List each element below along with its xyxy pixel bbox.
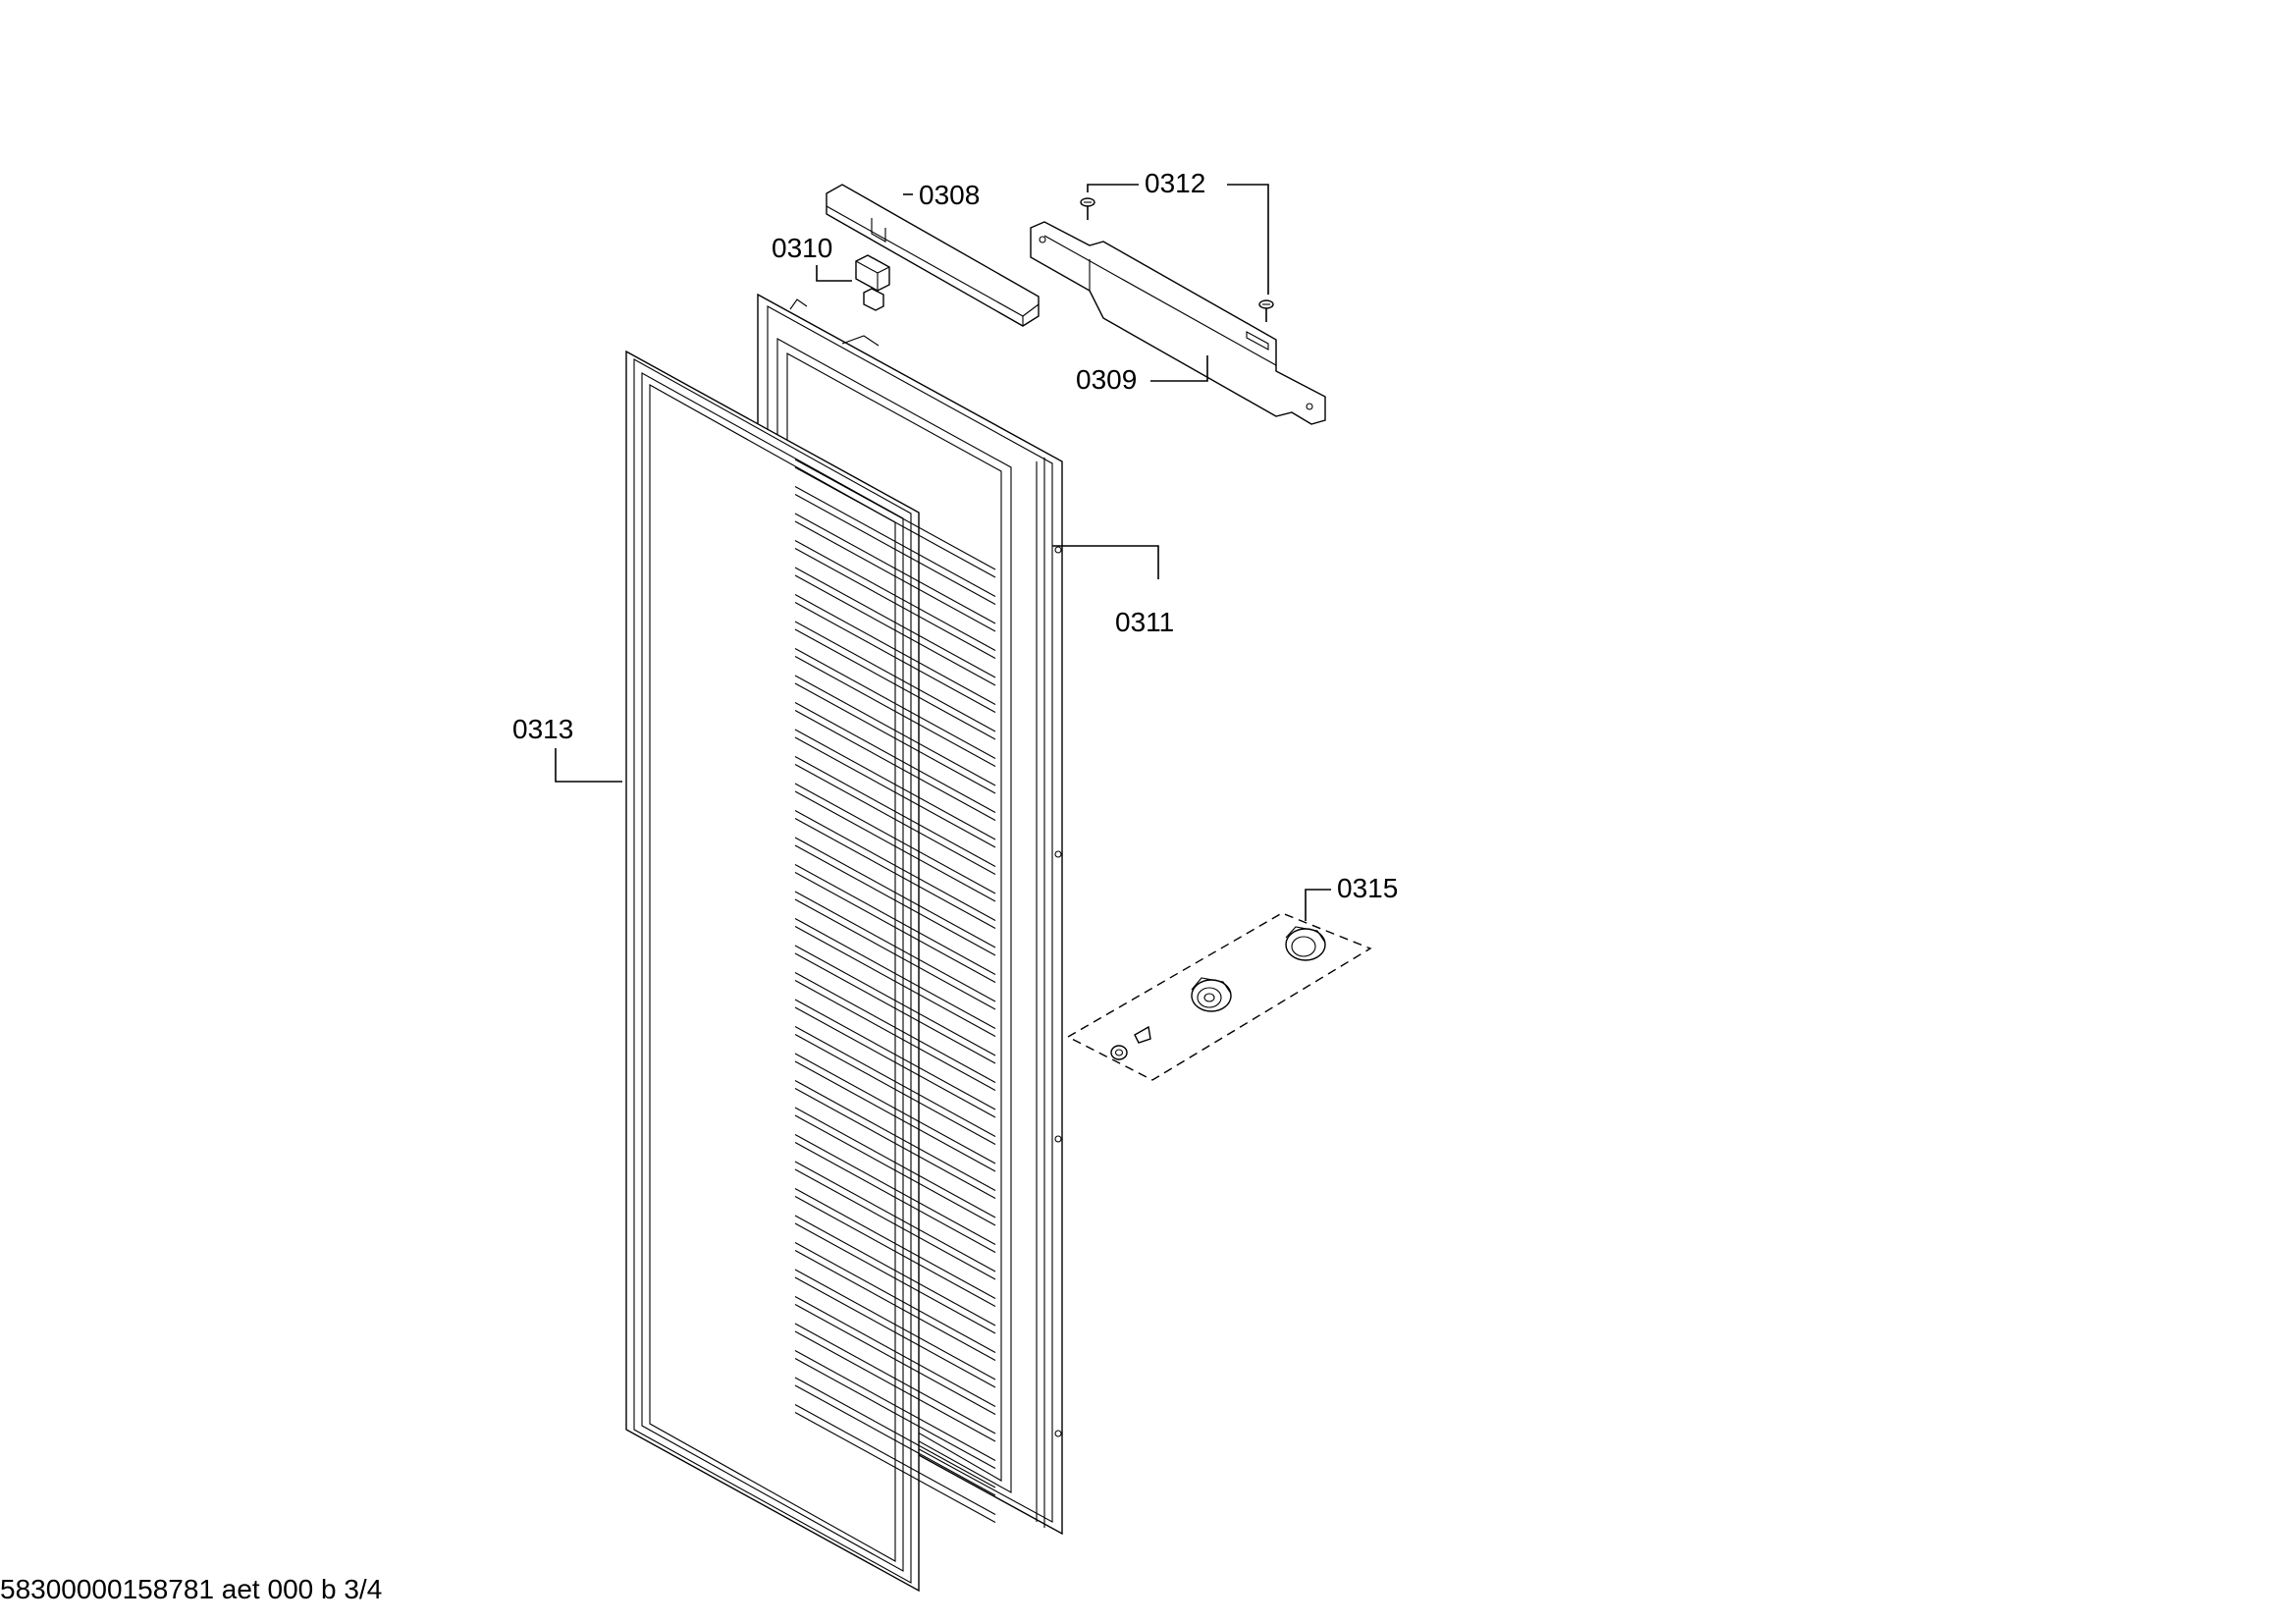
screw-left [1080, 197, 1095, 220]
liner-rib [794, 513, 996, 624]
liner-rib-edge [794, 1196, 996, 1307]
liner-rib-edge [794, 1222, 996, 1334]
liner-rib-edge [794, 1276, 996, 1388]
liner-rib-edge [794, 520, 996, 632]
liner-rib [794, 1323, 996, 1435]
callout-0313: 0313 [512, 714, 573, 744]
liner-rib [794, 1026, 996, 1137]
liner-rib [794, 1242, 996, 1353]
liner-rib [794, 540, 996, 651]
liner-rib-edge [794, 1034, 996, 1145]
liner-rib-edge [794, 710, 996, 821]
callout-0308: 0308 [919, 180, 980, 210]
liner-rib-edge [794, 494, 996, 605]
liner-rib [794, 702, 996, 813]
liner-rib-edge [794, 1060, 996, 1172]
liner-rib [794, 729, 996, 840]
liner-rib [794, 459, 996, 570]
liner-rib-edge [794, 628, 996, 740]
liner-rib [794, 972, 996, 1083]
callout-0311: 0311 [1115, 607, 1174, 637]
liner-rib [794, 1134, 996, 1245]
liner-rib-edge [794, 898, 996, 1010]
hinge-bracket [1030, 221, 1326, 425]
flange-holes [1054, 546, 1062, 1437]
liner-rib [794, 810, 996, 921]
document-id: 58300000158781 aet 000 b 3/4 [0, 1574, 382, 1604]
liner-rib [794, 945, 996, 1056]
liner-rib [794, 918, 996, 1029]
liner-rib-edge [794, 764, 996, 875]
liner-rib-edge [794, 1168, 996, 1280]
liner-rib [794, 756, 996, 867]
liner-rib [794, 621, 996, 732]
leader-lines [555, 184, 1331, 921]
liner-rib [794, 1188, 996, 1299]
liner-rib [794, 594, 996, 705]
liner-rib-edge [794, 548, 996, 659]
liner-rib [794, 1080, 996, 1191]
door-liner-ribs [794, 459, 996, 1523]
liner-rib [794, 1350, 996, 1461]
liner-rib-edge [794, 844, 996, 956]
liner-rib [794, 1215, 996, 1326]
liner-rib-edge [794, 736, 996, 848]
liner-rib [794, 1161, 996, 1272]
hinge-cover [826, 184, 1040, 327]
callout-0312: 0312 [1145, 168, 1205, 198]
liner-rib-edge [794, 1358, 996, 1469]
liner-rib-edge [794, 1088, 996, 1199]
liner-rib [794, 648, 996, 759]
callout-0309: 0309 [1076, 364, 1137, 395]
liner-rib [794, 567, 996, 678]
liner-rib [794, 783, 996, 894]
screw-right [1258, 299, 1274, 322]
liner-rib [794, 1107, 996, 1218]
liner-rib-edge [794, 466, 996, 578]
liner-rib-edge [794, 682, 996, 794]
liner-rib-edge [794, 980, 996, 1091]
liner-rib-edge [794, 1142, 996, 1253]
liner-rib-edge [794, 926, 996, 1037]
liner-rib [794, 837, 996, 948]
liner-rib [794, 486, 996, 597]
liner-rib [794, 891, 996, 1002]
liner-rib-edge [794, 790, 996, 902]
liner-rib [794, 1269, 996, 1380]
liner-rib-edge [794, 656, 996, 767]
liner-rib-edge [794, 1330, 996, 1442]
liner-rib [794, 1377, 996, 1489]
liner-rib [794, 675, 996, 786]
liner-rib-edge [794, 818, 996, 929]
liner-rib-edge [794, 952, 996, 1064]
door-switch [855, 254, 890, 311]
liner-rib-edge [794, 1412, 996, 1523]
liner-rib-edge [794, 872, 996, 983]
callout-0315: 0315 [1337, 873, 1398, 903]
liner-rib-edge [794, 1304, 996, 1415]
liner-rib [794, 1053, 996, 1164]
liner-rib-edge [794, 574, 996, 686]
liner-rib-edge [794, 1384, 996, 1496]
liner-rib [794, 1296, 996, 1407]
button-set [1066, 912, 1372, 1081]
liner-rib-edge [794, 1114, 996, 1226]
callout-0310: 0310 [772, 233, 832, 263]
liner-rib-edge [794, 1250, 996, 1361]
liner-rib [794, 1404, 996, 1515]
liner-rib [794, 864, 996, 975]
liner-rib-edge [794, 602, 996, 713]
liner-rib-edge [794, 1006, 996, 1118]
door-gasket [625, 350, 920, 1593]
liner-rib [794, 999, 996, 1110]
